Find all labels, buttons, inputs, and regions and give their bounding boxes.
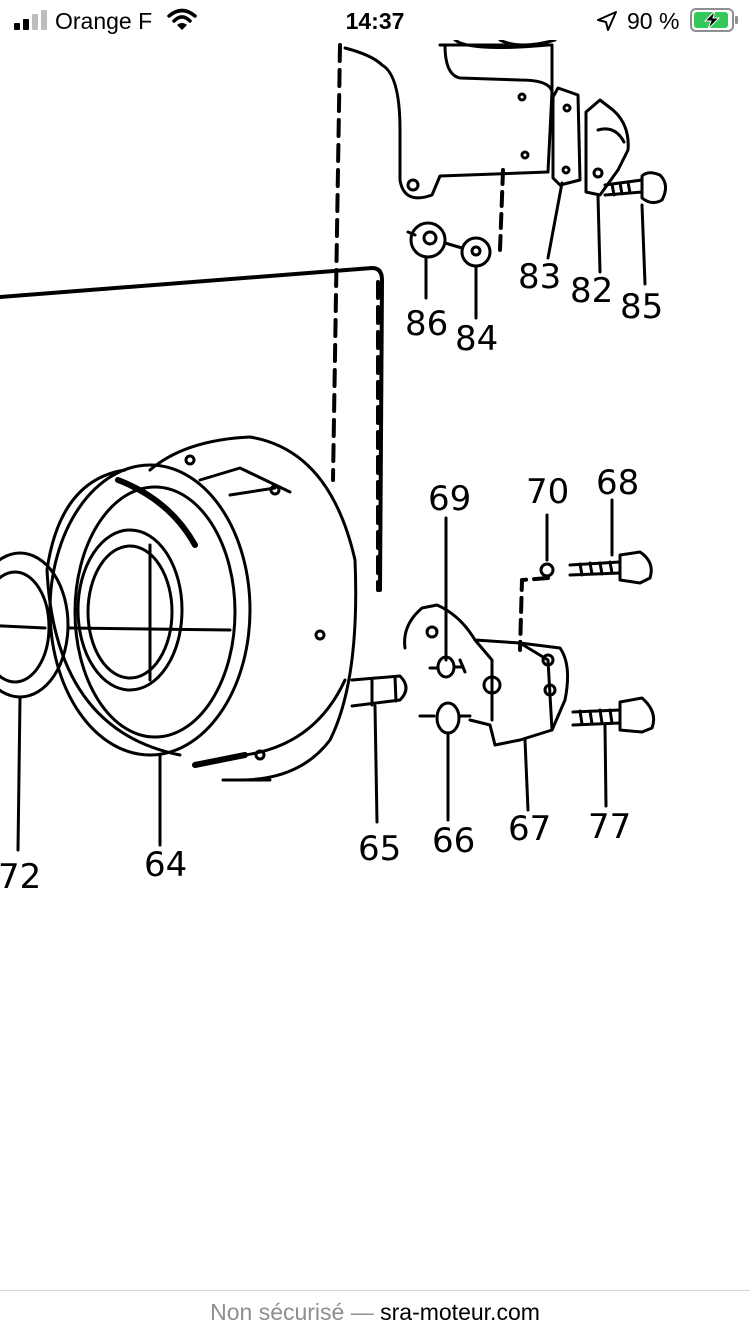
part-label-85: 85: [620, 287, 663, 327]
part-number-labels: 86 84 83 82 85 69 70 68 72 64 65 66 67 7…: [0, 257, 663, 897]
site-domain[interactable]: sra-moteur.com: [380, 1299, 540, 1325]
part-label-69: 69: [428, 479, 471, 519]
battery-charging-icon: [690, 8, 738, 32]
status-bar: Orange F 14:37 90 %: [0, 0, 750, 44]
part-label-64: 64: [144, 845, 187, 885]
part-label-84: 84: [455, 319, 498, 359]
part-label-77: 77: [588, 807, 631, 847]
part-label-66: 66: [432, 821, 475, 861]
wifi-icon: [167, 8, 197, 30]
signal-bars-icon: [14, 10, 47, 30]
part-label-67: 67: [508, 809, 551, 849]
part-label-72: 72: [0, 857, 41, 897]
part-label-68: 68: [596, 463, 639, 503]
parts-diagram: 86 84 83 82 85 69 70 68 72 64 65 66 67 7…: [0, 38, 750, 1290]
part-label-83: 83: [518, 257, 561, 297]
battery-percentage: 90 %: [627, 8, 680, 34]
location-arrow-icon: [597, 11, 617, 31]
not-secure-label: Non sécurisé —: [210, 1299, 374, 1325]
clock-time: 14:37: [345, 8, 405, 34]
carrier-name: Orange F: [55, 8, 153, 34]
part-label-82: 82: [570, 271, 613, 311]
part-label-86: 86: [405, 304, 448, 344]
address-bar[interactable]: Non sécurisé — sra-moteur.com: [0, 1290, 750, 1335]
part-label-65: 65: [358, 829, 401, 869]
exploded-view-drawing: 86 84 83 82 85 69 70 68 72 64 65 66 67 7…: [0, 38, 667, 897]
part-label-70: 70: [526, 472, 569, 512]
